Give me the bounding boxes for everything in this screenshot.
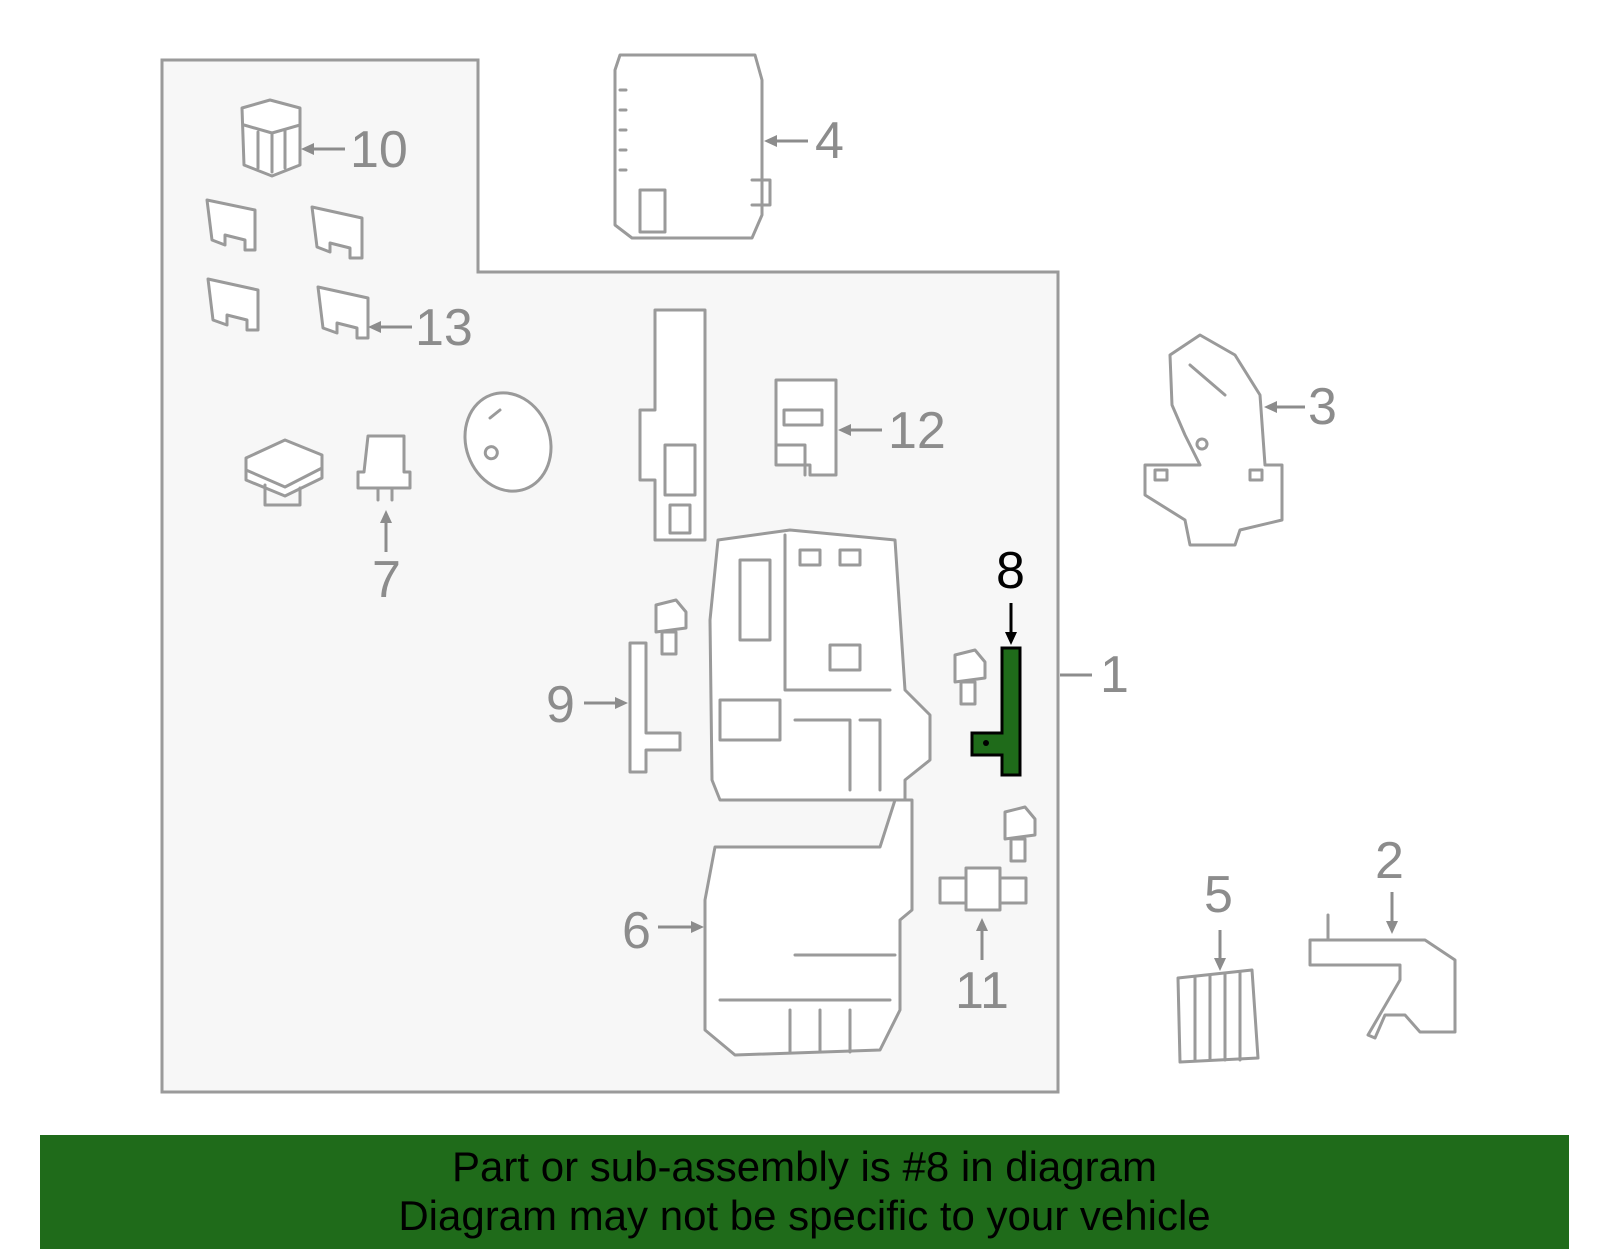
part-10-relay[interactable]: [240, 98, 302, 178]
banner-line-1: Part or sub-assembly is #8 in diagram: [452, 1143, 1157, 1190]
callout-12: 12: [888, 402, 946, 460]
upper-bracket-part[interactable]: [638, 308, 707, 542]
part-6-lower-box[interactable]: [703, 798, 914, 1057]
bolt-parts[interactable]: [654, 598, 1037, 863]
part-5-component[interactable]: [1176, 968, 1260, 1064]
part-1-fuse-box[interactable]: [708, 528, 932, 802]
callout-6: 6: [622, 902, 651, 960]
callout-3: 3: [1308, 378, 1337, 436]
part-3-bracket[interactable]: [1143, 333, 1284, 547]
callout-7: 7: [372, 551, 401, 609]
part-4-module[interactable]: [613, 53, 772, 240]
part-12-component[interactable]: [774, 378, 838, 477]
callout-8: 8: [996, 542, 1025, 600]
connector-block-part[interactable]: [244, 438, 324, 507]
info-banner: Part or sub-assembly is #8 in diagram Di…: [40, 1135, 1569, 1249]
round-cover-part[interactable]: [451, 381, 564, 504]
callout-5: 5: [1204, 866, 1233, 924]
callout-9: 9: [546, 676, 575, 734]
callout-11: 11: [955, 962, 1009, 1020]
callout-10: 10: [350, 121, 408, 179]
part-7-relay[interactable]: [356, 434, 412, 502]
callout-4: 4: [815, 112, 844, 170]
callout-1: 1: [1100, 646, 1129, 704]
callout-2: 2: [1375, 832, 1404, 890]
part-13-fuses[interactable]: [205, 198, 370, 340]
part-8-bracket-highlighted[interactable]: [970, 646, 1022, 777]
part-2-bracket[interactable]: [1308, 913, 1457, 1040]
part-9-bracket[interactable]: [628, 641, 682, 774]
callout-13: 13: [415, 299, 473, 357]
assembly-panel: [160, 58, 1060, 1094]
part-11-bracket[interactable]: [938, 866, 1028, 912]
banner-line-2: Diagram may not be specific to your vehi…: [398, 1192, 1211, 1239]
